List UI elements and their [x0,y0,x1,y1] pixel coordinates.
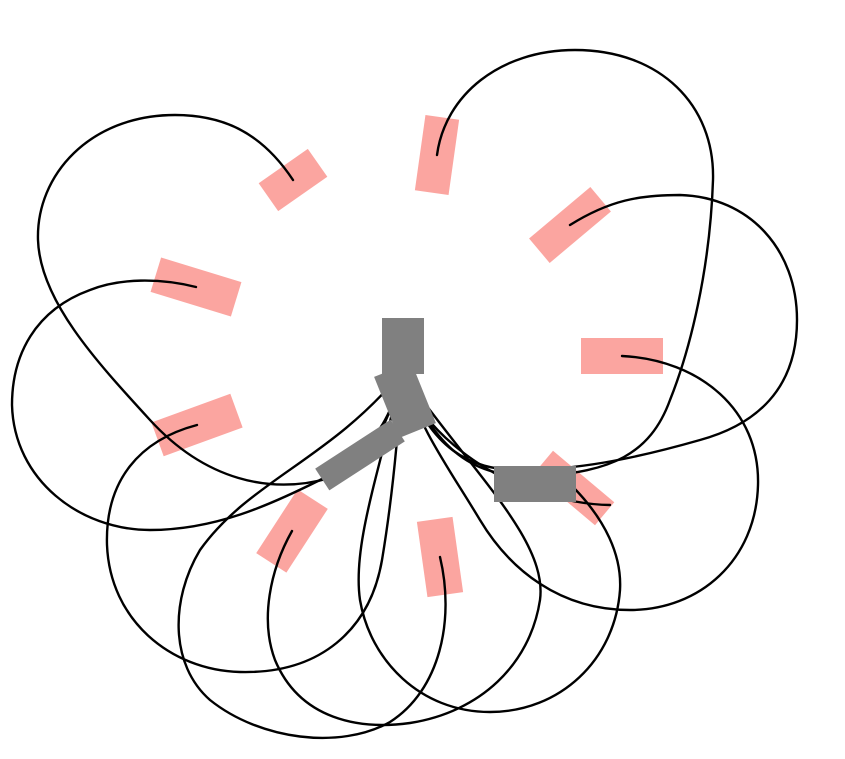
trajectory-path [357,370,622,714]
vehicle-marker [494,466,576,502]
vehicle-layer [315,318,576,502]
trajectory-path [177,370,447,740]
trajectory-path [400,193,799,472]
trajectory-path [105,370,404,674]
vehicle-marker [315,419,405,491]
vehicle-marker [374,361,436,439]
trajectory-path [400,354,760,612]
trajectory-path [266,370,542,727]
trajectory-path [400,48,715,478]
vehicle-start-marker [382,318,424,374]
